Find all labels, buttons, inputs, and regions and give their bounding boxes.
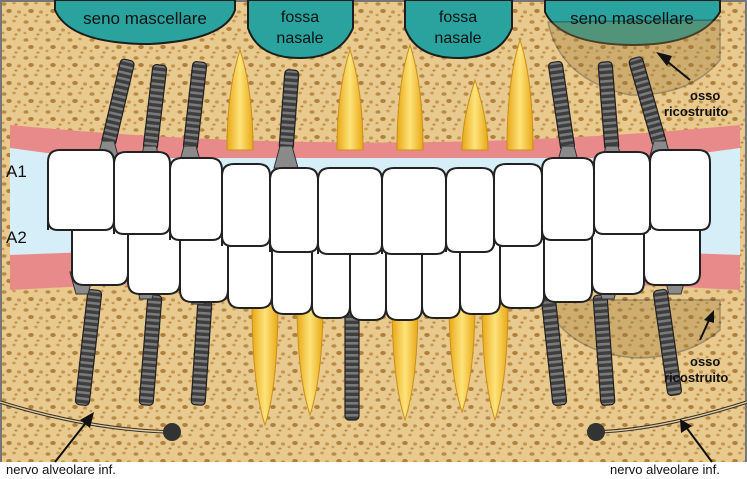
label-bone-lower-2: ricostruito: [664, 370, 728, 385]
nerve-left-foramen: [163, 423, 181, 441]
label-sinus-left: seno mascellare: [83, 9, 207, 28]
label-nasal-left-2: nasale: [276, 30, 323, 47]
label-arch-a2: A2: [6, 228, 27, 247]
upper-tooth: [650, 150, 710, 230]
label-nasal-right-2: nasale: [434, 30, 481, 47]
label-arch-a1: A1: [6, 162, 27, 181]
upper-tooth: [170, 158, 222, 240]
teeth-group: [48, 150, 710, 320]
label-bone-upper-1: osso: [690, 88, 720, 103]
upper-tooth: [222, 164, 270, 246]
upper-tooth: [542, 158, 594, 240]
label-nasal-left-1: fossa: [281, 9, 319, 26]
upper-tooth: [594, 152, 650, 234]
upper-tooth: [114, 152, 170, 234]
upper-tooth: [270, 168, 318, 252]
label-nerve-right: nervo alveolare inf.: [610, 462, 720, 477]
label-bone-upper-2: ricostruito: [664, 104, 728, 119]
upper-tooth: [48, 150, 114, 230]
label-sinus-right: seno mascellare: [570, 9, 694, 28]
upper-tooth: [446, 168, 494, 252]
label-bone-lower-1: osso: [690, 354, 720, 369]
upper-tooth: [494, 164, 542, 246]
upper-tooth: [382, 168, 446, 254]
label-nerve-left: nervo alveolare inf.: [6, 462, 116, 477]
upper-tooth: [318, 168, 382, 254]
nerve-right-foramen: [587, 423, 605, 441]
label-nasal-right-1: fossa: [439, 9, 477, 26]
